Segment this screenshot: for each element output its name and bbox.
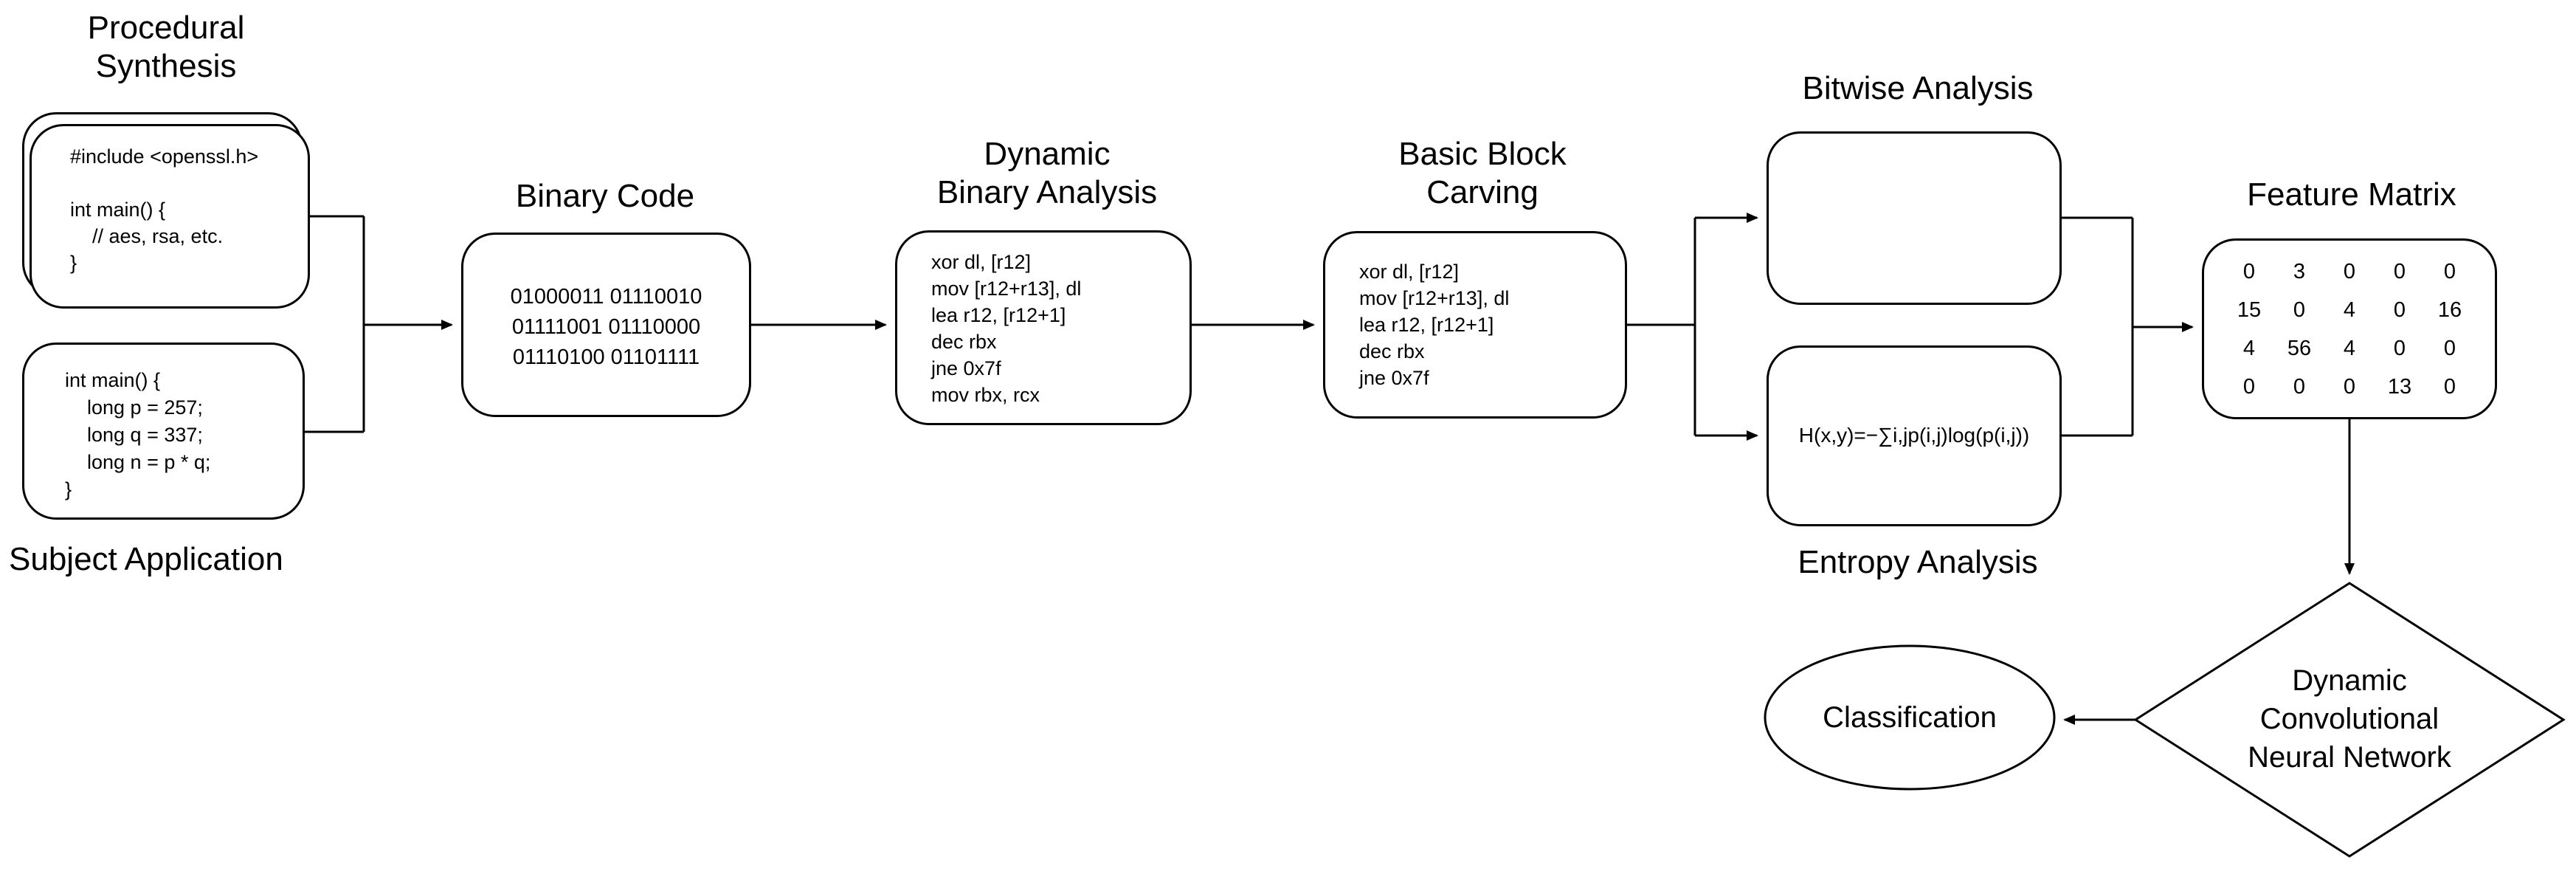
matrix-cell: 0 [2293,374,2306,399]
binary-code-label: Binary Code [457,177,753,216]
matrix-cell: 0 [2393,297,2406,322]
classification-ellipse [1764,644,2056,791]
basic-block-carving-box [1323,231,1627,419]
split-connector-carving [1627,213,1758,441]
binary-code-bits: 01000011 01110010 01111001 01110000 0111… [510,285,702,369]
disassembly-trace: xor dl, [r12] mov [r12+r13], dl lea r12,… [931,251,1082,406]
matrix-cell: 0 [2343,374,2356,399]
matrix-cell: 0 [2242,259,2256,283]
feature-matrix-label: Feature Matrix [2204,176,2499,214]
binary-code-box [461,233,751,417]
entropy-analysis-text: Entropy Analysis [1798,544,2038,580]
entropy-analysis-box [1767,345,2062,526]
matrix-cell: 0 [2242,374,2256,399]
entropy-formula: H(x,y)=−∑i,jp(i,j)log(p(i,j)) [1798,424,2030,447]
matrix-cell: 0 [2443,374,2456,399]
basic-block-code: xor dl, [r12] mov [r12+r13], dl lea r12,… [1359,261,1510,389]
bbc-line2: Carving [1426,174,1539,210]
feature-matrix-text: Feature Matrix [2247,176,2456,213]
procedural-synthesis-line2: Synthesis [95,48,237,84]
procedural-synthesis-label: Procedural Synthesis [33,9,299,86]
classification-label: Classification [1777,698,2043,737]
matrix-cell: 56 [2287,336,2312,360]
dba-line1: Dynamic [984,136,1111,172]
dcnn-line1: Dynamic [2292,664,2407,697]
basic-block-carving-label: Basic Block Carving [1335,135,1630,212]
source-code-crypto: #include <openssl.h> int main() { // aes… [70,145,259,274]
bitwise-analysis-text: Bitwise Analysis [1802,70,2034,106]
matrix-cell: 15 [2237,297,2262,322]
source-box-crypto [30,124,310,309]
dynamic-binary-analysis-box [895,230,1192,425]
matrix-cell: 0 [2393,336,2406,360]
matrix-cell: 0 [2443,336,2456,360]
binary-code-text-label: Binary Code [515,178,695,214]
bitwise-analysis-label: Bitwise Analysis [1770,69,2065,108]
procedural-synthesis-line1: Procedural [87,10,245,46]
matrix-cell: 0 [2343,259,2356,283]
feature-matrix-grid: 0 3 0 0 0 15 0 4 0 16 4 56 4 0 0 0 0 0 13 0 [2224,252,2475,406]
matrix-cell: 0 [2393,259,2406,283]
dcnn-line3: Neural Network [2248,741,2451,774]
dba-line2: Binary Analysis [936,174,1158,210]
matrix-cell: 4 [2343,336,2356,360]
matrix-cell: 0 [2293,297,2306,322]
matrix-cell: 13 [2387,374,2412,399]
dcnn-diamond [2133,582,2566,858]
matrix-cell: 0 [2443,259,2456,283]
source-code-rsa: int main() { long p = 257; long q = 337;… [65,369,211,500]
entropy-analysis-label: Entropy Analysis [1770,543,2065,582]
matrix-cell: 4 [2242,336,2256,360]
subject-application-label: Subject Application [9,540,334,579]
merge-connector-to-matrix [2062,216,2194,437]
matrix-cell: 4 [2343,297,2356,322]
subject-application-text: Subject Application [9,541,283,577]
bbc-line1: Basic Block [1398,136,1567,172]
matrix-cell: 3 [2293,259,2306,283]
dcnn-line2: Convolutional [2259,703,2439,735]
dynamic-binary-analysis-label: Dynamic Binary Analysis [899,135,1195,212]
dcnn-label: Dynamic Convolutional Neural Network [2231,661,2468,777]
bitwise-analysis-box [1767,131,2062,305]
merge-connector-subject-to-binary [305,215,453,433]
matrix-cell: 16 [2437,297,2462,322]
feature-matrix-box [2202,238,2497,419]
classification-text: Classification [1823,701,1997,734]
source-box-rsa [22,343,305,520]
